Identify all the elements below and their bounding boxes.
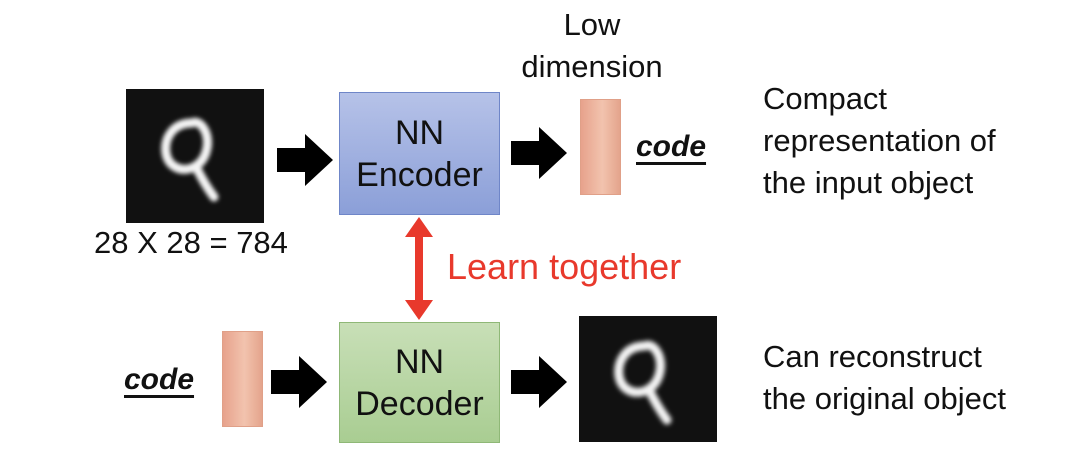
- compact-line-3: the input object: [763, 165, 974, 200]
- decoder-code-label: code: [124, 363, 195, 396]
- arrow-right-icon: [511, 356, 567, 408]
- compact-line-1: Compact: [763, 81, 888, 116]
- input-digit-image: [126, 89, 264, 223]
- reconstruct-line-2: the original object: [763, 381, 1006, 416]
- arrow-right-icon: [277, 134, 333, 186]
- arrow-right-icon: [511, 127, 567, 179]
- reconstruct-line-1: Can reconstruct: [763, 339, 982, 374]
- output-digit-image: [579, 316, 717, 442]
- digit-nine-icon: [614, 340, 672, 425]
- input-size-label: 28 X 28 = 784: [94, 225, 288, 260]
- double-arrow-icon: [405, 217, 433, 320]
- nn-encoder-box: NN Encoder: [339, 92, 500, 215]
- compact-representation-text: Compact representation of the input obje…: [763, 78, 996, 204]
- encoder-code-bar: [580, 99, 621, 195]
- learn-together-label: Learn together: [447, 246, 682, 287]
- nn-decoder-box: NN Decoder: [339, 322, 500, 443]
- encoder-line-2: Encoder: [356, 155, 483, 194]
- arrow-right-icon: [271, 356, 327, 408]
- encoder-line-1: NN: [394, 113, 445, 152]
- low-dimension-label: Low dimension: [520, 4, 664, 88]
- decoder-line-2: Decoder: [355, 384, 484, 423]
- reconstruct-text: Can reconstruct the original object: [763, 336, 1006, 420]
- digit-nine-icon: [161, 117, 219, 202]
- decoder-code-bar: [222, 331, 263, 427]
- decoder-line-1: NN: [394, 342, 445, 381]
- low-dim-line-2: dimension: [521, 49, 663, 84]
- low-dim-line-1: Low: [563, 7, 621, 42]
- encoder-code-label: code: [636, 130, 707, 163]
- compact-line-2: representation of: [763, 123, 996, 158]
